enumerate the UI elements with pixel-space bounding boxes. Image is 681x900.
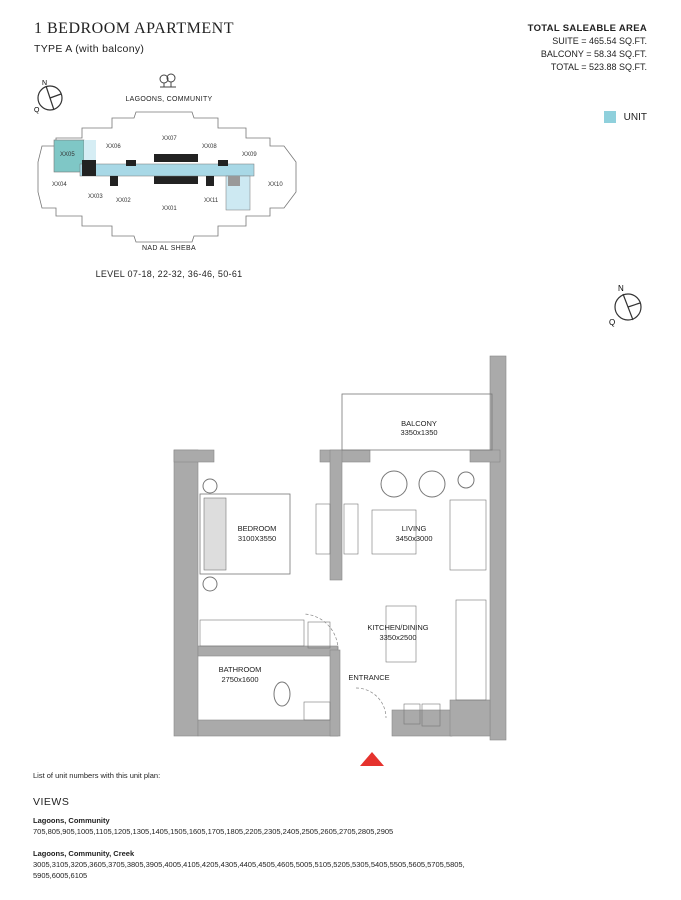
- lamp-bottom: [202, 576, 218, 592]
- key-plan-block: [110, 176, 118, 186]
- wall-left: [173, 449, 199, 737]
- wall-top-mid: [319, 449, 371, 463]
- wall-partition: [329, 449, 343, 581]
- side-table: [457, 471, 475, 489]
- views-heading: VIEWS: [33, 796, 70, 808]
- entrance-marker-icon: [360, 752, 384, 766]
- legend-label: UNIT: [623, 111, 647, 123]
- unit-swatch: [603, 111, 616, 123]
- floor-compass-n: N: [618, 284, 624, 293]
- key-plan-block: [218, 160, 228, 166]
- wall-top-left: [173, 449, 215, 463]
- bathroom-label: BATHROOM: [219, 665, 262, 674]
- balcony-label: BALCONY: [401, 419, 437, 428]
- wall-corner: [449, 699, 491, 737]
- key-unit-label: XX04: [52, 182, 67, 188]
- key-plan-core-block: [154, 154, 198, 162]
- bathroom-size: 2750x1600: [221, 675, 258, 684]
- bedroom-size: 3100X3550: [238, 534, 276, 543]
- key-unit-label: XX01: [162, 206, 177, 212]
- shaft: [403, 703, 421, 725]
- key-plan-block: [126, 160, 136, 166]
- views-group-name: Lagoons, Community, Creek: [33, 849, 135, 858]
- living-label: LIVING: [402, 524, 427, 533]
- plan-subtitle: TYPE A (with balcony): [34, 43, 145, 55]
- key-unit-label: XX05: [60, 152, 75, 158]
- tv-unit: [315, 503, 331, 555]
- floor-plan-compass-icon: N Q: [609, 284, 642, 327]
- levels-label: LEVEL 07-18, 22-32, 36-46, 50-61: [95, 269, 243, 279]
- community-icon: [159, 73, 176, 88]
- kitchen-size: 3350x2500: [379, 633, 416, 642]
- unit-list-caption: List of unit numbers with this unit plan…: [33, 771, 161, 780]
- bedroom-door-swing: [303, 613, 339, 651]
- plan-title: 1 BEDROOM APARTMENT: [34, 20, 234, 37]
- floor-plan: BALCONY 3350x1350 BEDROOM 3100X3550 LIVI…: [173, 355, 507, 766]
- views-group-units: 705,805,905,1005,1105,1205,1305,1405,150…: [33, 827, 394, 836]
- key-unit-label: XX08: [202, 144, 217, 150]
- area-balcony: BALCONY = 58.34 SQ.FT.: [540, 49, 647, 59]
- entrance-door-swing: [355, 687, 387, 719]
- shaft-2: [421, 703, 441, 727]
- key-plan: XX05 XX06 XX07 XX08 XX09 XX04 XX03 XX02 …: [37, 111, 297, 243]
- kitchen-label: KITCHEN/DINING: [367, 623, 428, 632]
- views-group-name: Lagoons, Community: [33, 816, 110, 825]
- views-group: Lagoons, Community 705,805,905,1005,1105…: [33, 815, 533, 837]
- balcony-size: 3350x1350: [400, 428, 437, 437]
- key-unit-label: XX11: [204, 198, 219, 204]
- key-plan-block: [206, 176, 214, 186]
- legend: UNIT: [603, 111, 647, 123]
- bedroom-label: BEDROOM: [238, 524, 277, 533]
- armchair-2: [418, 470, 446, 498]
- key-unit-label: XX10: [268, 182, 283, 188]
- key-plan-shaft: [228, 176, 240, 186]
- living-size: 3450x3000: [395, 534, 432, 543]
- key-unit-label: XX07: [162, 136, 177, 142]
- key-plan-block: [82, 160, 96, 176]
- key-plan-highlight-unit: [53, 139, 85, 173]
- lamp-top: [202, 478, 218, 494]
- floor-compass-q: Q: [609, 318, 615, 327]
- key-unit-label: XX03: [88, 194, 103, 200]
- area-summary: TOTAL SALEABLE AREA SUITE = 465.54 SQ.FT…: [528, 22, 647, 74]
- key-compass-q: Q: [34, 107, 40, 114]
- wall-top-right: [469, 449, 501, 463]
- area-total: TOTAL = 523.88 SQ.FT.: [550, 62, 647, 72]
- bed: [199, 493, 291, 575]
- bed-pillows: [203, 497, 227, 571]
- key-plan-corridor: [79, 163, 255, 177]
- wall-bath-right: [329, 649, 341, 737]
- key-plan-top-label: LAGOONS, COMMUNITY: [125, 96, 213, 103]
- tv-unit-2: [343, 503, 359, 555]
- entrance-label: ENTRANCE: [348, 673, 389, 682]
- key-compass-n: N: [42, 80, 47, 87]
- area-suite: SUITE = 465.54 SQ.FT.: [552, 36, 647, 46]
- toilet: [273, 681, 291, 707]
- wall-bath-top: [197, 645, 339, 657]
- living-rug: [371, 509, 417, 555]
- sofa: [449, 499, 487, 571]
- wardrobe: [199, 619, 305, 647]
- closet: [307, 621, 331, 649]
- dining-table: [385, 605, 417, 663]
- key-unit-label: XX02: [116, 198, 131, 204]
- armchair: [380, 470, 408, 498]
- wall-bottom-left: [197, 719, 339, 737]
- views-group-units: 3005,3105,3205,3605,3705,3805,3905,4005,…: [33, 860, 465, 869]
- views-group-units: 5905,6005,6105: [33, 871, 88, 880]
- key-plan-bottom-label: NAD AL SHEBA: [142, 245, 196, 252]
- views-group: Lagoons, Community, Creek 3005,3105,3205…: [33, 848, 533, 881]
- key-plan-compass-icon: N Q: [34, 80, 63, 114]
- washbasin: [303, 701, 331, 721]
- key-unit-label: XX09: [242, 152, 257, 158]
- area-heading: TOTAL SALEABLE AREA: [527, 23, 647, 34]
- key-unit-label: XX06: [106, 144, 121, 150]
- key-plan-core-block-2: [154, 176, 198, 184]
- kitchen-counter: [455, 599, 487, 701]
- balcony-outline: [341, 393, 493, 451]
